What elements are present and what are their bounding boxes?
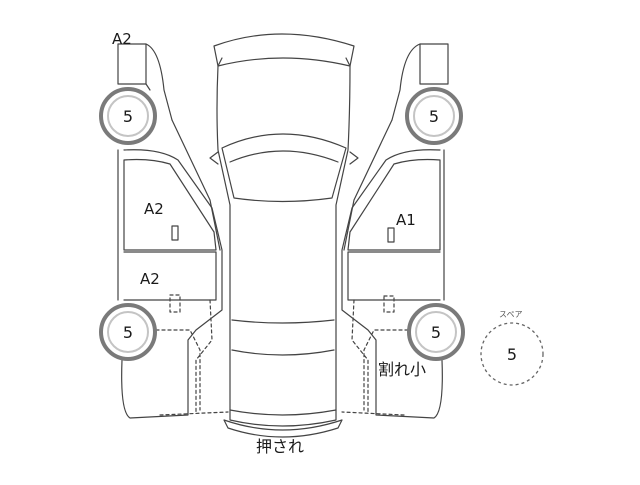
car-top-view: [209, 33, 359, 438]
tire-rear-right[interactable]: 5: [407, 303, 465, 361]
spare-caption: スペア: [499, 310, 523, 319]
tire-front-right-grade: 5: [429, 107, 439, 126]
spare-tire-grade: 5: [507, 345, 517, 364]
tire-rear-right-grade: 5: [431, 323, 441, 342]
damage-code-left-front-fender[interactable]: A2: [112, 30, 132, 48]
damage-code-right-front-door[interactable]: A1: [396, 211, 416, 229]
note-right-rear[interactable]: 割れ小: [378, 360, 427, 379]
damage-code-left-front-door[interactable]: A2: [144, 200, 164, 218]
note-rear-bumper[interactable]: 押され: [256, 437, 305, 456]
tire-rear-left-grade: 5: [123, 323, 133, 342]
tire-front-left-grade: 5: [123, 107, 133, 126]
tire-rear-left[interactable]: 5: [99, 303, 157, 361]
car-left-side-view: [117, 43, 229, 419]
tire-front-right[interactable]: 5: [405, 87, 463, 145]
tire-front-left[interactable]: 5: [99, 87, 157, 145]
car-right-side-view: [341, 43, 449, 419]
spare-tire[interactable]: 5: [480, 322, 544, 386]
damage-code-left-rear-door[interactable]: A2: [140, 270, 160, 288]
